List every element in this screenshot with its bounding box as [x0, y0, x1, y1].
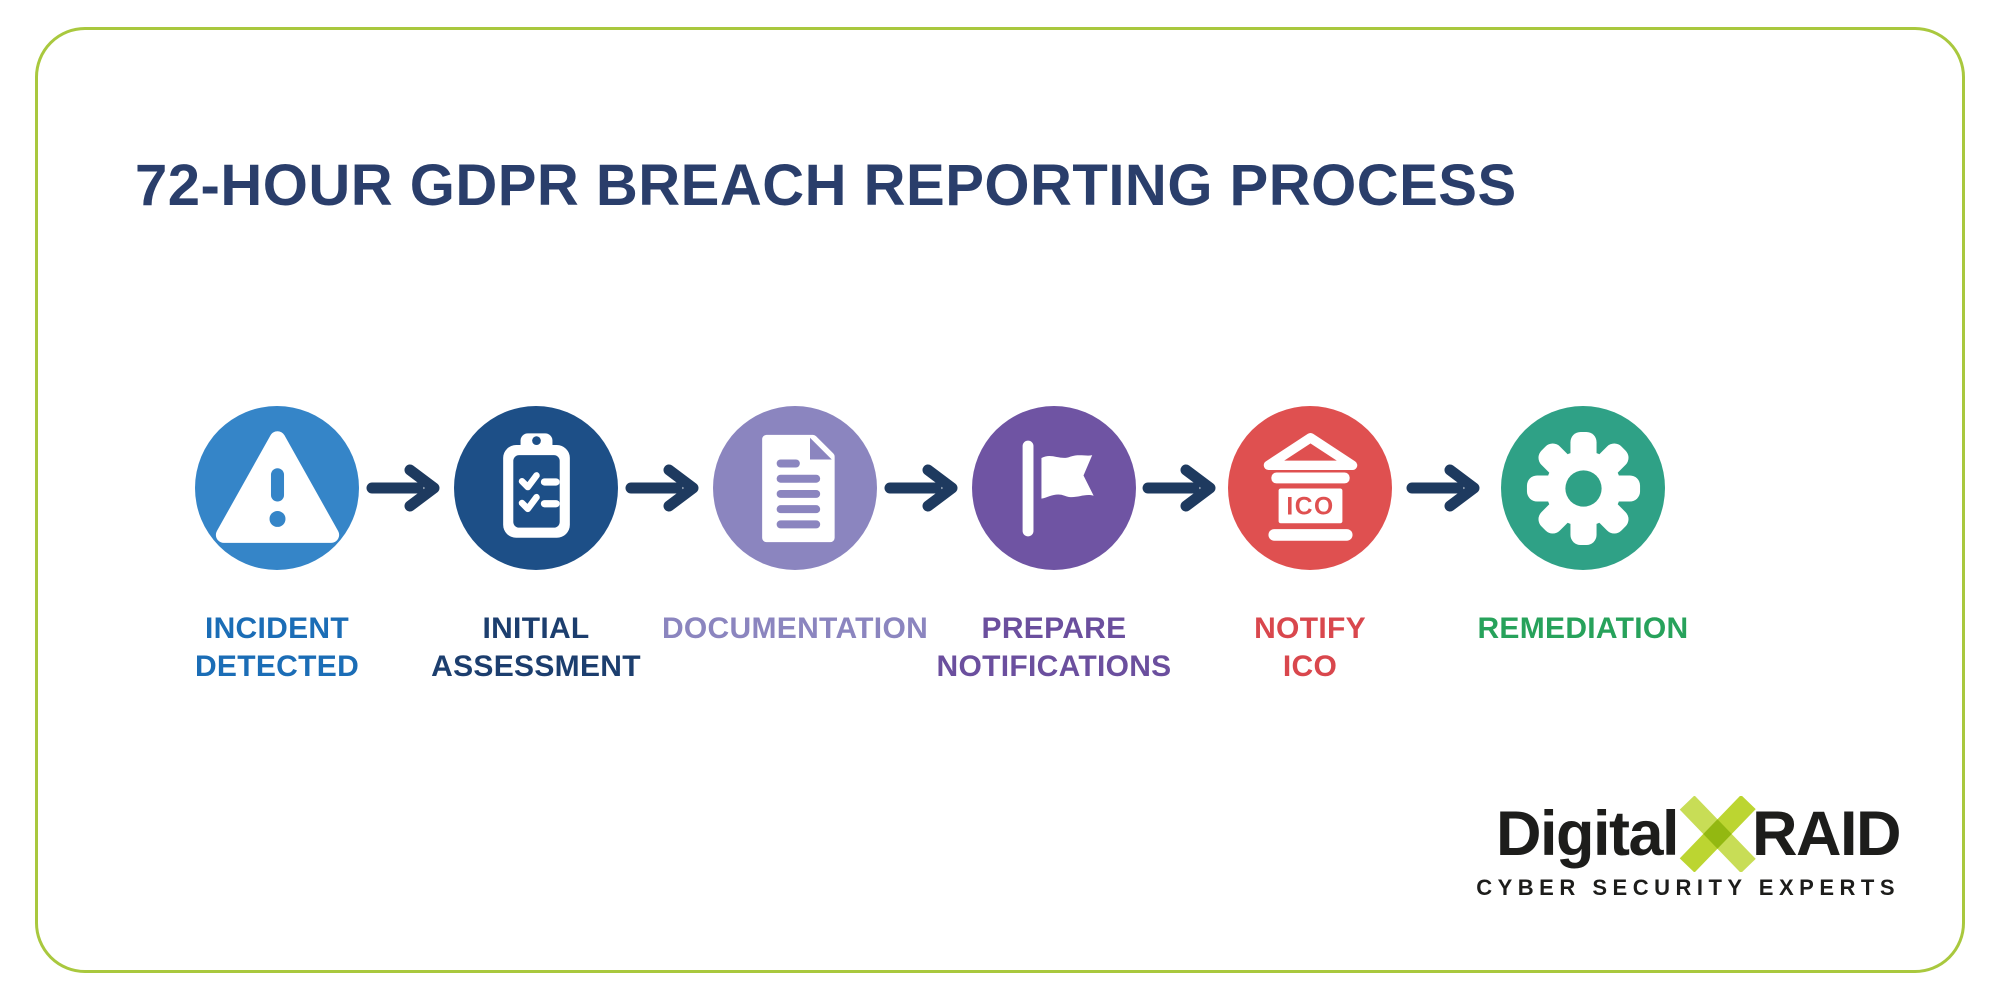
- step-label-line: NOTIFY: [1254, 612, 1366, 645]
- arrow-right-icon: [1142, 464, 1222, 512]
- arrow-right-icon: [1406, 464, 1486, 512]
- step-label-line: INCIDENT: [204, 612, 350, 645]
- step-remediation: REMEDIATION: [1423, 406, 1743, 648]
- step-label: NOTIFY ICO: [1150, 610, 1470, 686]
- step-label-line: INITIAL: [482, 612, 590, 645]
- logo-tagline: CYBER SECURITY EXPERTS: [1476, 875, 1900, 900]
- step-label-line: DETECTED: [194, 650, 360, 683]
- step-label-line: DOCUMENTATION: [661, 612, 929, 645]
- step-label: PREPARE NOTIFICATIONS: [894, 610, 1214, 686]
- step-label-line: NOTIFICATIONS: [936, 650, 1172, 683]
- logo-word-raid: RAID: [1752, 799, 1902, 869]
- step-label: INITIAL ASSESSMENT: [376, 610, 696, 686]
- flag-icon: [972, 406, 1136, 570]
- document-icon: [713, 406, 877, 570]
- bank-icon: ICO: [1228, 406, 1392, 570]
- step-label: INCIDENT DETECTED: [117, 610, 437, 686]
- page-title: 72-HOUR GDPR BREACH REPORTING PROCESS: [135, 153, 1517, 218]
- step-initial-assessment: INITIAL ASSESSMENT: [376, 406, 696, 686]
- arrow-right-icon: [366, 464, 446, 512]
- logo-x-icon: [1679, 796, 1756, 872]
- logo-word-digital: Digital: [1495, 799, 1680, 869]
- step-label-line: ASSESSMENT: [431, 650, 641, 683]
- arrow-right-icon: [884, 464, 964, 512]
- step-prepare-notifications: PREPARE NOTIFICATIONS: [894, 406, 1214, 686]
- bank-icon-text: ICO: [1286, 493, 1334, 520]
- digitalxraid-logo: Digital RAID CYBER SECURITY EXPERTS: [1476, 796, 1902, 901]
- clipboard-checklist-icon: [454, 406, 618, 570]
- step-label-line: PREPARE: [981, 612, 1127, 645]
- step-documentation: DOCUMENTATION: [635, 406, 955, 648]
- arrow-right-icon: [625, 464, 705, 512]
- warning-triangle-icon: [195, 406, 359, 570]
- step-label: REMEDIATION: [1423, 610, 1743, 648]
- step-label-line: REMEDIATION: [1477, 612, 1689, 645]
- gear-icon: [1501, 406, 1665, 570]
- step-incident-detected: INCIDENT DETECTED: [117, 406, 437, 686]
- step-label: DOCUMENTATION: [635, 610, 955, 648]
- step-label-line: ICO: [1282, 650, 1338, 683]
- step-notify-ico: ICO NOTIFY ICO: [1150, 406, 1470, 686]
